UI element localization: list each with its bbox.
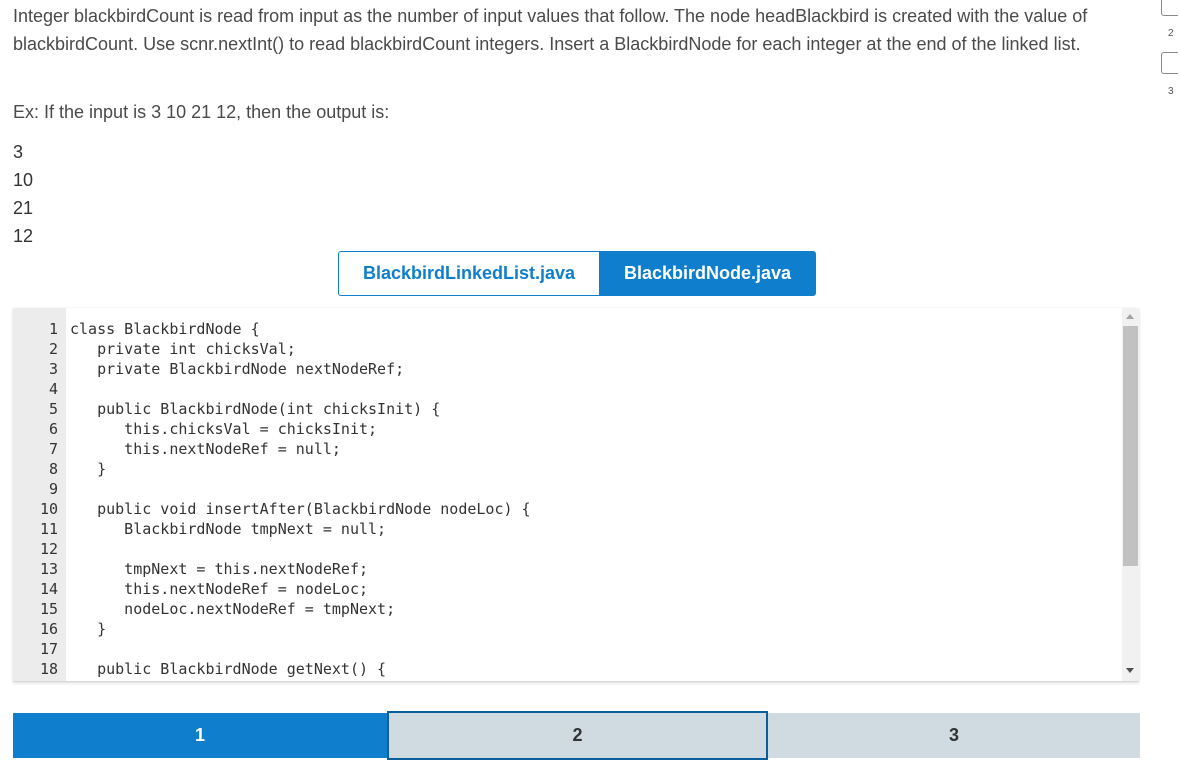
scroll-down-arrow-icon[interactable] — [1126, 668, 1134, 673]
line-number: 10 — [39, 500, 58, 518]
output-line: 3 — [13, 142, 24, 162]
code-line[interactable]: this.chicksVal = chicksInit; — [70, 420, 378, 438]
output-line: 12 — [13, 226, 34, 246]
line-number: 17 — [39, 640, 58, 658]
code-line[interactable]: public BlackbirdNode getNext() { — [70, 660, 387, 678]
code-line[interactable]: this.nextNodeRef = null; — [70, 440, 341, 458]
code-line[interactable]: } — [70, 620, 107, 638]
code-line[interactable] — [70, 539, 531, 559]
side-level-marker-3[interactable]: 3 — [1160, 50, 1180, 100]
code-line[interactable] — [70, 379, 531, 399]
code-line[interactable] — [70, 479, 531, 499]
line-number: 18 — [39, 660, 58, 678]
tab-blackbird-linked-list[interactable]: BlackbirdLinkedList.java — [338, 251, 599, 296]
code-line[interactable]: tmpNext = this.nextNodeRef; — [70, 560, 369, 578]
level-bracket-icon — [1161, 0, 1178, 16]
line-number: 15 — [39, 600, 58, 618]
line-number: 9 — [48, 480, 58, 498]
line-number: 12 — [39, 540, 58, 558]
line-number: 3 — [48, 360, 58, 378]
level-bracket-icon — [1161, 52, 1178, 74]
scroll-up-arrow-icon[interactable] — [1126, 314, 1134, 319]
line-number: 8 — [48, 460, 58, 478]
code-line[interactable]: class BlackbirdNode { — [70, 320, 260, 338]
editor-scrollbar[interactable] — [1122, 308, 1139, 681]
line-number: 6 — [48, 420, 58, 438]
code-line[interactable] — [70, 639, 531, 659]
side-level-number: 3 — [1168, 86, 1174, 97]
line-number: 7 — [48, 440, 58, 458]
example-output: 3 10 21 12 — [13, 138, 33, 250]
code-line[interactable]: public void insertAfter(BlackbirdNode no… — [70, 500, 531, 518]
code-line[interactable]: public BlackbirdNode(int chicksInit) { — [70, 400, 441, 418]
line-number: 16 — [39, 620, 58, 638]
line-number: 14 — [39, 580, 58, 598]
output-line: 10 — [13, 170, 34, 190]
level-button-3[interactable]: 3 — [768, 713, 1140, 758]
example-text: Ex: If the input is 3 10 21 12, then the… — [13, 102, 390, 122]
line-number: 4 — [48, 380, 58, 398]
level-button-2[interactable]: 2 — [387, 711, 768, 760]
line-number: 1 — [48, 320, 58, 338]
scrollbar-thumb[interactable] — [1123, 326, 1138, 566]
side-level-number: 2 — [1168, 28, 1174, 39]
output-line: 21 — [13, 198, 34, 218]
code-line[interactable]: } — [70, 460, 107, 478]
line-number: 5 — [48, 400, 58, 418]
code-content[interactable]: class BlackbirdNode { private int chicks… — [70, 319, 531, 679]
level-button-1[interactable]: 1 — [13, 713, 387, 758]
code-line[interactable]: private BlackbirdNode nextNodeRef; — [70, 360, 405, 378]
code-line[interactable]: BlackbirdNode tmpNext = null; — [70, 520, 387, 538]
code-line[interactable]: private int chicksVal; — [70, 340, 296, 358]
line-number: 11 — [39, 520, 58, 538]
file-tabs: BlackbirdLinkedList.java BlackbirdNode.j… — [338, 251, 816, 296]
line-number: 13 — [39, 560, 58, 578]
code-line[interactable]: this.nextNodeRef = nodeLoc; — [70, 580, 369, 598]
problem-statement: Integer blackbirdCount is read from inpu… — [13, 6, 1088, 54]
side-level-marker-2[interactable]: 2 — [1160, 0, 1180, 40]
level-selector: 1 2 3 — [13, 711, 1140, 760]
code-line[interactable]: nodeLoc.nextNodeRef = tmpNext; — [70, 600, 396, 618]
line-number: 2 — [48, 340, 58, 358]
tab-blackbird-node[interactable]: BlackbirdNode.java — [599, 251, 816, 296]
